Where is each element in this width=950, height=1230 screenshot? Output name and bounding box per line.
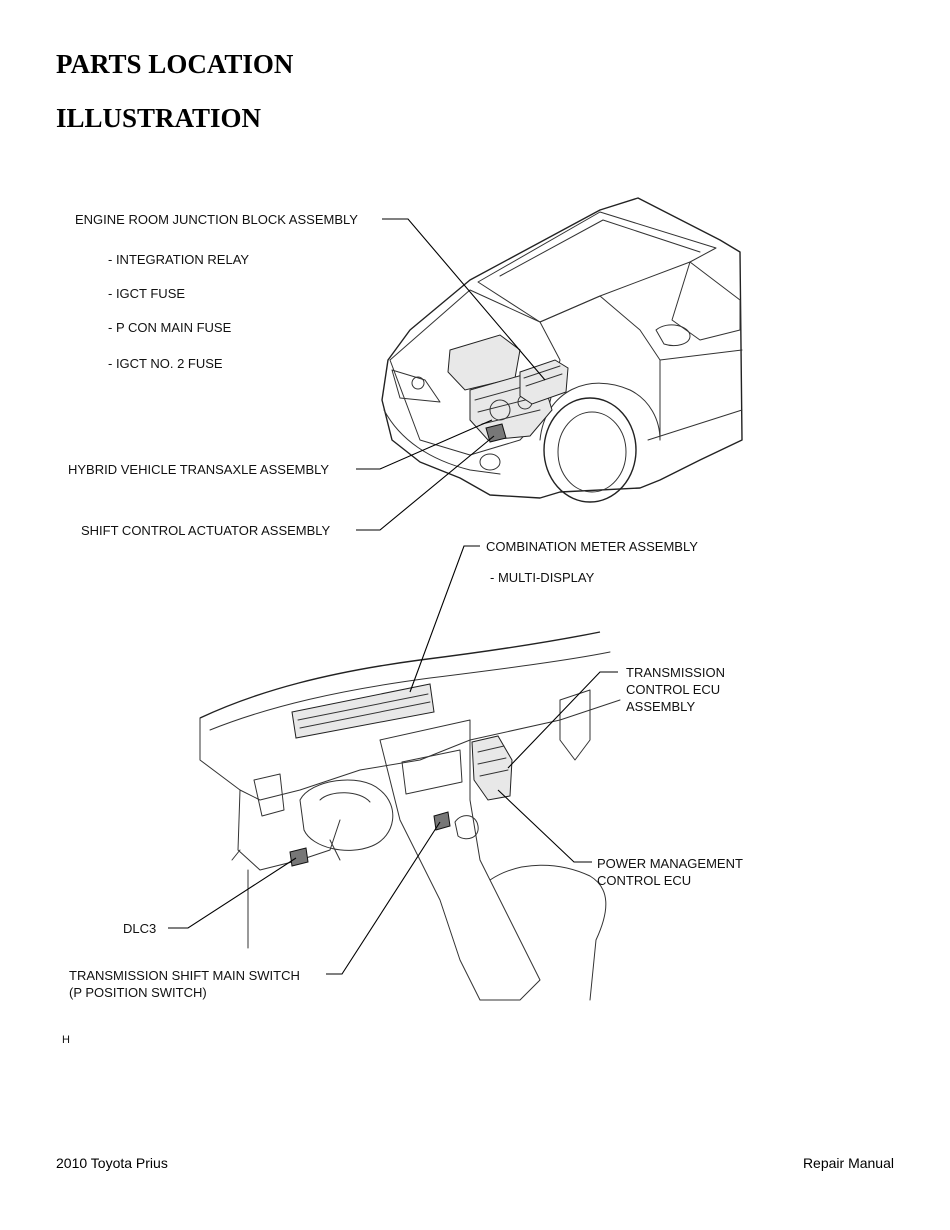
label-integration-relay: - INTEGRATION RELAY — [108, 252, 249, 267]
label-transmission-ecu-3: ASSEMBLY — [626, 699, 695, 714]
label-p-con-main-fuse: - P CON MAIN FUSE — [108, 320, 232, 335]
leader-transaxle — [356, 419, 493, 470]
steering-column — [319, 792, 371, 861]
leader-power-management — [497, 789, 592, 863]
steering-area — [299, 779, 394, 851]
label-power-management-2: CONTROL ECU — [597, 873, 691, 888]
label-shift-control-actuator: SHIFT CONTROL ACTUATOR ASSEMBLY — [81, 523, 331, 538]
lower-panel — [231, 849, 249, 949]
dashboard-drawing — [199, 631, 621, 1001]
door-line — [647, 349, 743, 441]
front-wheel — [543, 397, 637, 503]
fog-lamp — [479, 453, 501, 471]
leader-transmission-ecu — [507, 671, 618, 769]
transmission-ecu-part — [471, 735, 513, 801]
footer-manual: Repair Manual — [802, 1155, 894, 1171]
leader-dlc3 — [168, 857, 297, 929]
front-wheel-rim — [557, 411, 627, 493]
leader-combination-meter — [409, 545, 480, 693]
junction-block-part — [519, 359, 569, 405]
leader-lines — [168, 218, 618, 975]
dash-face — [199, 699, 621, 801]
combination-meter-part — [291, 683, 435, 739]
label-combination-meter: COMBINATION METER ASSEMBLY — [486, 539, 698, 554]
label-shift-main-switch-2: (P POSITION SWITCH) — [69, 985, 207, 1000]
leader-junction-block — [382, 218, 546, 381]
label-igct-no2-fuse: - IGCT NO. 2 FUSE — [108, 356, 223, 371]
leader-p-switch — [326, 821, 441, 975]
armrest — [489, 864, 607, 1001]
label-power-management-1: POWER MANAGEMENT — [597, 856, 743, 871]
dlc3-part — [289, 847, 309, 867]
label-dlc3: DLC3 — [123, 921, 156, 936]
gear-knob — [454, 815, 479, 840]
callout-labels: ENGINE ROOM JUNCTION BLOCK ASSEMBLY - IN… — [62, 212, 743, 1046]
vehicle-drawing — [381, 197, 743, 503]
label-transmission-ecu-2: CONTROL ECU — [626, 682, 720, 697]
transaxle-part — [485, 423, 507, 443]
mirror — [655, 324, 691, 347]
windshield-inner — [499, 219, 701, 277]
vehicle-outline — [381, 197, 743, 499]
figure-code: H — [62, 1034, 70, 1046]
section-subtitle: ILLUSTRATION — [56, 103, 262, 133]
windshield — [477, 211, 717, 323]
center-display — [401, 749, 463, 795]
left-vent — [253, 773, 285, 817]
emblem — [411, 376, 425, 390]
page-title: PARTS LOCATION — [56, 49, 294, 79]
a-pillar — [539, 295, 661, 441]
label-shift-main-switch-1: TRANSMISSION SHIFT MAIN SWITCH — [69, 968, 300, 983]
label-multi-display: - MULTI-DISPLAY — [490, 570, 595, 585]
dash-top-inner — [209, 651, 611, 731]
label-hybrid-transaxle: HYBRID VEHICLE TRANSAXLE ASSEMBLY — [68, 462, 329, 477]
dash-left — [237, 789, 341, 871]
center-console — [379, 719, 541, 1001]
label-transmission-ecu-1: TRANSMISSION — [626, 665, 725, 680]
side-window — [671, 261, 741, 341]
label-engine-room-junction-block: ENGINE ROOM JUNCTION BLOCK ASSEMBLY — [75, 212, 358, 227]
label-igct-fuse: - IGCT FUSE — [108, 286, 185, 301]
footer-vehicle: 2010 Toyota Prius — [56, 1155, 168, 1171]
headlight — [391, 369, 441, 403]
leader-actuator — [356, 435, 495, 531]
dash-top — [199, 631, 601, 719]
right-vent — [559, 689, 591, 761]
